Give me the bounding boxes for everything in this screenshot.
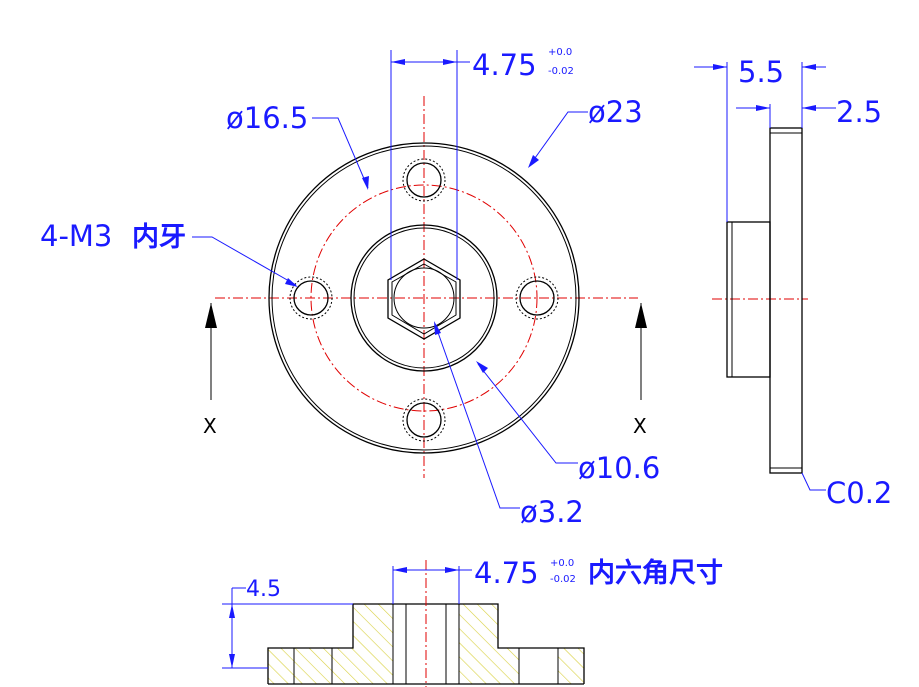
outer-diameter-label: ø23 xyxy=(588,95,643,129)
thread-hole-right xyxy=(515,276,559,320)
arrow-head xyxy=(391,59,405,65)
side-view: 5.5 2.5 C0.2 xyxy=(694,55,892,510)
hex-width-label: 4.75 xyxy=(472,48,537,82)
outer-circle xyxy=(268,142,580,454)
section-hex-note: 内六角尺寸 xyxy=(588,557,723,589)
thread-hole-bottom xyxy=(402,398,446,442)
hex-socket-inner xyxy=(391,263,457,335)
hatch-hub-right xyxy=(459,604,519,684)
outer-circle-chamfer xyxy=(271,145,577,451)
hub-circle xyxy=(350,224,498,372)
bolt-circle-label: ø16.5 xyxy=(226,101,308,135)
arrow-head xyxy=(229,604,235,618)
leader-bore xyxy=(434,323,520,509)
arrow-head xyxy=(713,64,727,70)
section-hex-width-label: 4.75 xyxy=(474,556,539,590)
hatch-flange-left xyxy=(268,648,332,684)
section-hex-tol-upper: +0.0 xyxy=(550,558,574,569)
thread-hole-left xyxy=(289,276,333,320)
bore-diameter-label: ø3.2 xyxy=(520,495,584,529)
arrow-head xyxy=(229,654,235,668)
hex-tol-upper: +0.0 xyxy=(548,47,572,58)
hub-diameter-label: ø10.6 xyxy=(578,451,660,485)
total-length-label: 5.5 xyxy=(738,55,784,89)
section-arrow-right xyxy=(635,303,647,328)
front-labels: 4.75 +0.0 -0.02 ø16.5 ø23 4-M3 内牙 ø10.6 … xyxy=(40,47,660,529)
arrow-head xyxy=(285,278,298,287)
arrow-head xyxy=(443,59,457,65)
thread-hole-top xyxy=(402,158,446,202)
arrow-head xyxy=(802,105,816,111)
section-markers: X X xyxy=(203,303,647,438)
front-leaders xyxy=(192,111,588,509)
arrow-head xyxy=(434,321,441,335)
chamfer-label: C0.2 xyxy=(826,476,892,510)
leader-bolt-circle xyxy=(312,117,369,189)
arrow-head xyxy=(393,567,407,573)
side-flange xyxy=(769,127,803,474)
arrow-head xyxy=(528,155,539,168)
section-arrow-left xyxy=(205,303,217,328)
hatch-flange-right xyxy=(558,648,584,684)
thread-holes-cn-label: 内牙 xyxy=(132,222,186,253)
leader-chamfer xyxy=(801,472,826,491)
hex-socket xyxy=(387,258,461,340)
arrow-head xyxy=(802,64,816,70)
section-label-left: X xyxy=(203,414,217,438)
leader-hub xyxy=(477,363,578,464)
bolt-circle xyxy=(310,184,538,412)
section-view: 4.5 4.75 +0.0 -0.02 内六角尺寸 xyxy=(222,556,723,687)
arrow-head xyxy=(445,567,459,573)
thread-holes-label: 4-M3 xyxy=(40,219,112,253)
arrow-head xyxy=(756,105,770,111)
leader-threads xyxy=(192,236,297,286)
flange-thickness-label: 2.5 xyxy=(836,95,882,129)
arrow-head xyxy=(476,361,488,373)
section-height-label: 4.5 xyxy=(246,577,281,602)
hex-tol-lower: -0.02 xyxy=(548,66,574,77)
section-label-right: X xyxy=(633,414,647,438)
hub-inner-circle xyxy=(353,227,495,369)
bore-circle xyxy=(393,267,455,329)
section-hex-tol-lower: -0.02 xyxy=(550,574,576,585)
leader-outer xyxy=(529,111,588,166)
hatch-hub-left xyxy=(332,604,393,684)
arrow-head xyxy=(362,176,369,190)
front-view xyxy=(215,50,638,478)
